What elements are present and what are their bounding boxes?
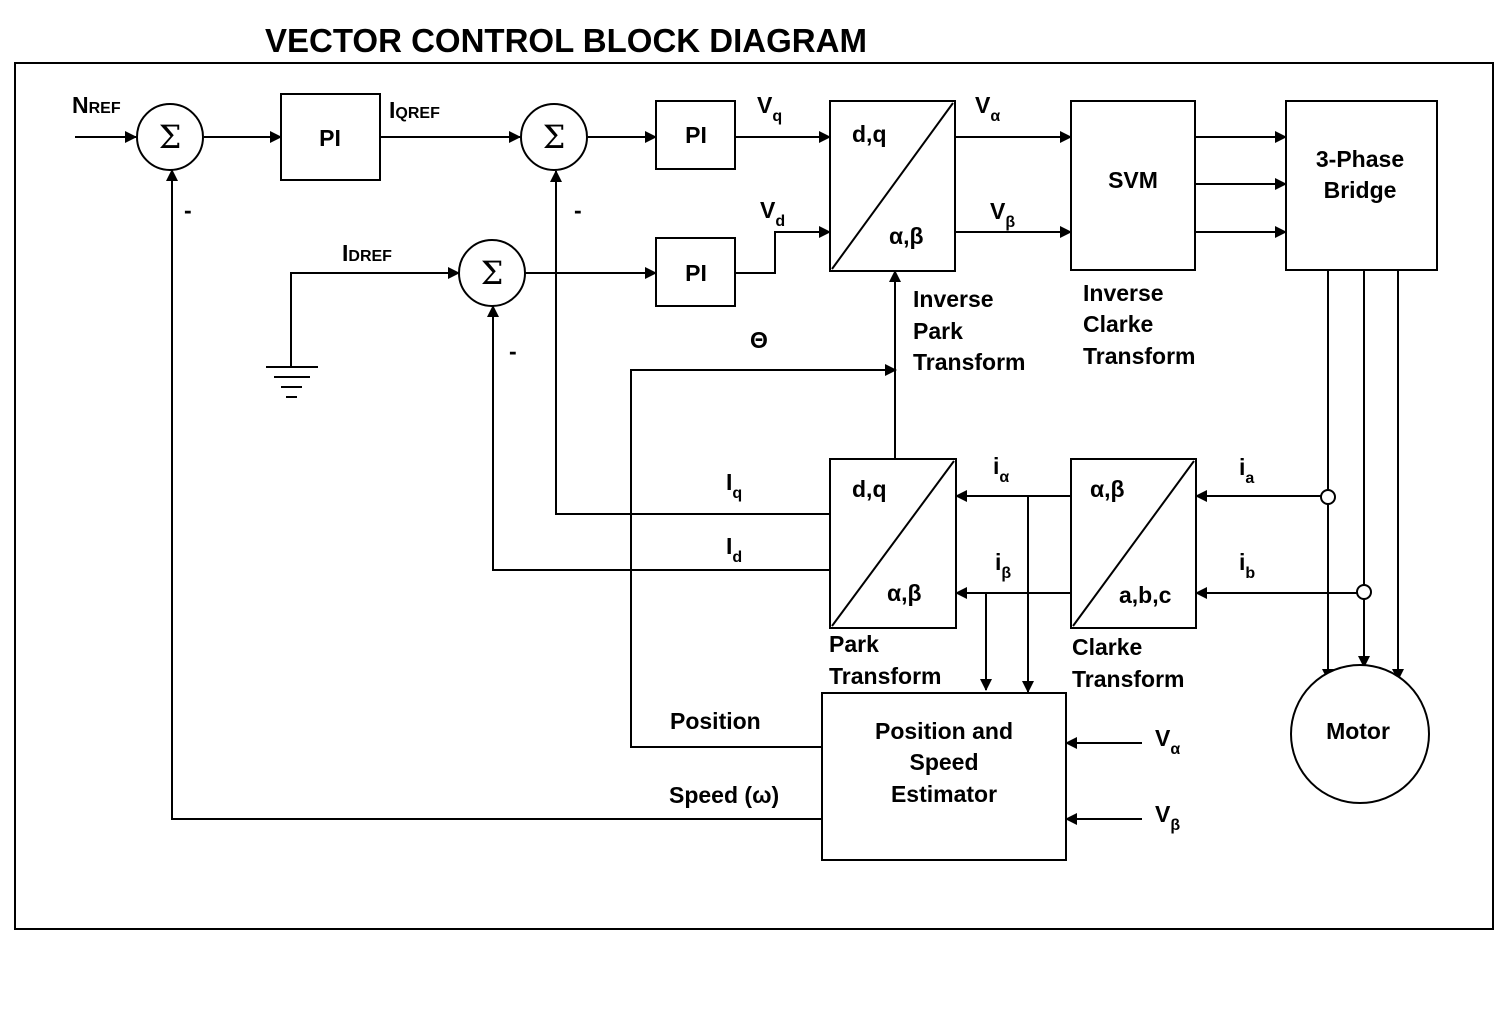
minus-sign-id: -	[509, 338, 517, 364]
svg-text:Estimator: Estimator	[891, 781, 997, 807]
three-phase-bridge-block: 3-Phase Bridge	[1285, 100, 1438, 271]
motor-block: Motor	[1290, 664, 1430, 804]
svg-text:Transform: Transform	[913, 349, 1025, 375]
svg-text:Motor: Motor	[1326, 718, 1390, 744]
vd-label: Vd	[760, 197, 785, 230]
diagram-frame	[14, 62, 1494, 930]
diagram-title: VECTOR CONTROL BLOCK DIAGRAM	[265, 22, 867, 59]
summing-junction-iq: Σ	[520, 103, 588, 171]
theta-label: Θ	[750, 327, 768, 353]
pi-controller-id: PI	[655, 237, 736, 307]
minus-sign-iq: -	[574, 197, 582, 223]
svg-text:3-Phase: 3-Phase	[1316, 146, 1404, 172]
clarke-block: α,β a,b,c	[1070, 458, 1197, 629]
svg-text:Park: Park	[913, 318, 963, 344]
svg-text:Transform: Transform	[1072, 666, 1184, 692]
dq-label: d,q	[852, 476, 887, 502]
park-block: d,q α,β	[829, 458, 957, 629]
ibeta-label: iβ	[995, 549, 1011, 582]
dq-label: d,q	[852, 121, 887, 147]
pi-controller-speed: PI	[280, 93, 381, 181]
sigma-symbol: Σ	[159, 118, 182, 156]
estimator-valpha-label: Vα	[1155, 725, 1180, 758]
svg-text:Inverse: Inverse	[1083, 280, 1164, 306]
pi-controller-iq: PI	[655, 100, 736, 170]
vq-label: Vq	[757, 92, 782, 125]
svm-block: SVM	[1070, 100, 1196, 271]
summing-junction-id: Σ	[458, 239, 526, 307]
svg-text:Transform: Transform	[829, 663, 941, 689]
nref-label: NREF	[72, 92, 121, 118]
svg-text:Position and: Position and	[875, 718, 1013, 744]
park-caption: Park Transform	[829, 631, 941, 689]
alpha-beta-label: α,β	[887, 580, 922, 606]
alpha-beta-label: α,β	[889, 223, 924, 249]
ground-icon	[266, 366, 318, 398]
phase-a-current-tap	[1320, 489, 1336, 505]
clarke-caption: Clarke Transform	[1072, 634, 1184, 692]
svg-text:SVM: SVM	[1108, 167, 1158, 193]
svg-text:Park: Park	[829, 631, 879, 657]
minus-sign-speed: -	[184, 197, 192, 223]
svg-text:PI: PI	[685, 260, 707, 286]
sigma-symbol: Σ	[543, 118, 566, 156]
svg-text:Transform: Transform	[1083, 343, 1195, 369]
iq-label: Iq	[726, 469, 742, 502]
ib-label: ib	[1239, 549, 1255, 582]
inverse-clarke-caption: Inverse Clarke Transform	[1083, 280, 1195, 369]
valpha-label: Vα	[975, 92, 1000, 125]
estimator-vbeta-label: Vβ	[1155, 801, 1180, 834]
svg-text:Inverse: Inverse	[913, 286, 994, 312]
summing-junction-speed: Σ	[136, 103, 204, 171]
svg-text:PI: PI	[685, 122, 707, 148]
sigma-symbol: Σ	[481, 254, 504, 292]
position-speed-estimator-block: Position and Speed Estimator	[821, 692, 1067, 861]
id-label: Id	[726, 533, 742, 566]
abc-label: a,b,c	[1119, 582, 1172, 608]
ialpha-label: iα	[993, 453, 1009, 486]
wires	[75, 131, 1404, 825]
inverse-park-caption: Inverse Park Transform	[913, 286, 1025, 375]
alpha-beta-label: α,β	[1090, 476, 1125, 502]
phase-b-current-tap	[1356, 584, 1372, 600]
svg-text:PI: PI	[319, 125, 341, 151]
svg-text:Clarke: Clarke	[1083, 311, 1153, 337]
iqref-label: IQREF	[389, 97, 440, 123]
vbeta-label: Vβ	[990, 198, 1015, 231]
speed-label: Speed (ω)	[669, 782, 779, 808]
svg-text:Bridge: Bridge	[1324, 177, 1397, 203]
idref-label: IDREF	[342, 240, 392, 266]
ia-label: ia	[1239, 454, 1254, 487]
svg-text:Speed: Speed	[909, 749, 978, 775]
svg-text:Clarke: Clarke	[1072, 634, 1142, 660]
position-label: Position	[670, 708, 761, 734]
inverse-park-block: d,q α,β	[829, 100, 956, 272]
